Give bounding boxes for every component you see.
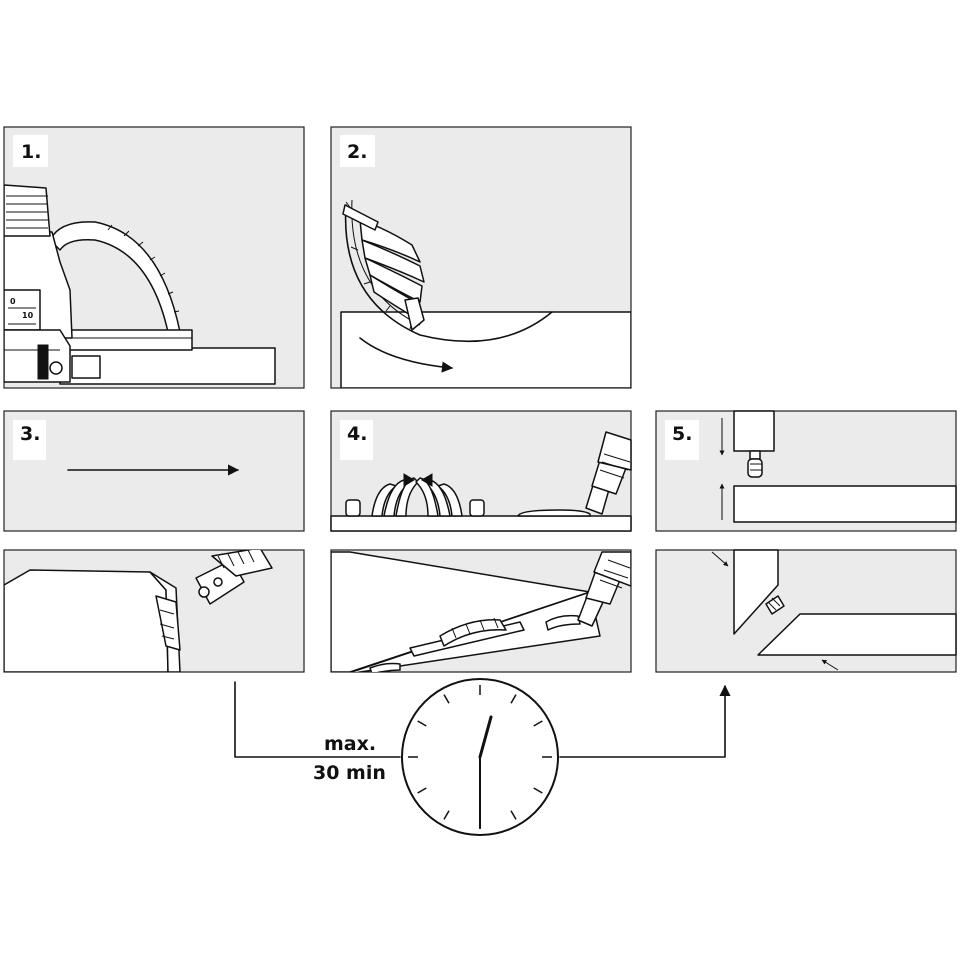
- clock-tick: [510, 694, 517, 704]
- step-1-panel: 0 10 1.: [3, 126, 305, 389]
- step-3-label: 3.: [20, 423, 40, 445]
- cutter-blade: [344, 204, 553, 343]
- clock-tick: [443, 694, 450, 704]
- flow-arrow: [559, 684, 731, 758]
- step-3-panel: 3.: [3, 410, 305, 532]
- step-2-panel: 2.: [330, 126, 632, 389]
- clock-tick: [533, 787, 543, 794]
- flow-line: [234, 681, 401, 758]
- timer-flow: max. 30 min: [234, 678, 731, 836]
- step-1-label: 1.: [21, 141, 41, 163]
- scale-left: 0: [10, 297, 16, 306]
- clock-icon: [401, 678, 559, 836]
- timer-max-label: max.: [324, 733, 376, 755]
- clock-tick: [533, 720, 543, 727]
- clock-tick: [417, 787, 427, 794]
- scale-right: 10: [22, 311, 34, 320]
- timer-duration-label: 30 min: [313, 762, 386, 784]
- clock-tick: [510, 810, 517, 820]
- clock-tick: [417, 720, 427, 727]
- step-5-detail-panel: [655, 549, 957, 673]
- step-3-detail-panel: [3, 549, 305, 673]
- step-5-label: 5.: [672, 423, 692, 445]
- rotation-arrow: [359, 337, 454, 373]
- clock-tick: [443, 810, 450, 820]
- step-5-panel: 5.: [655, 410, 957, 532]
- step-4-detail-panel: [330, 549, 632, 673]
- step-4-label: 4.: [347, 423, 367, 445]
- biscuit-joiner-illustration: 0 10: [4, 184, 276, 385]
- step-4-panel: 4.: [330, 410, 632, 532]
- step-2-label: 2.: [347, 141, 367, 163]
